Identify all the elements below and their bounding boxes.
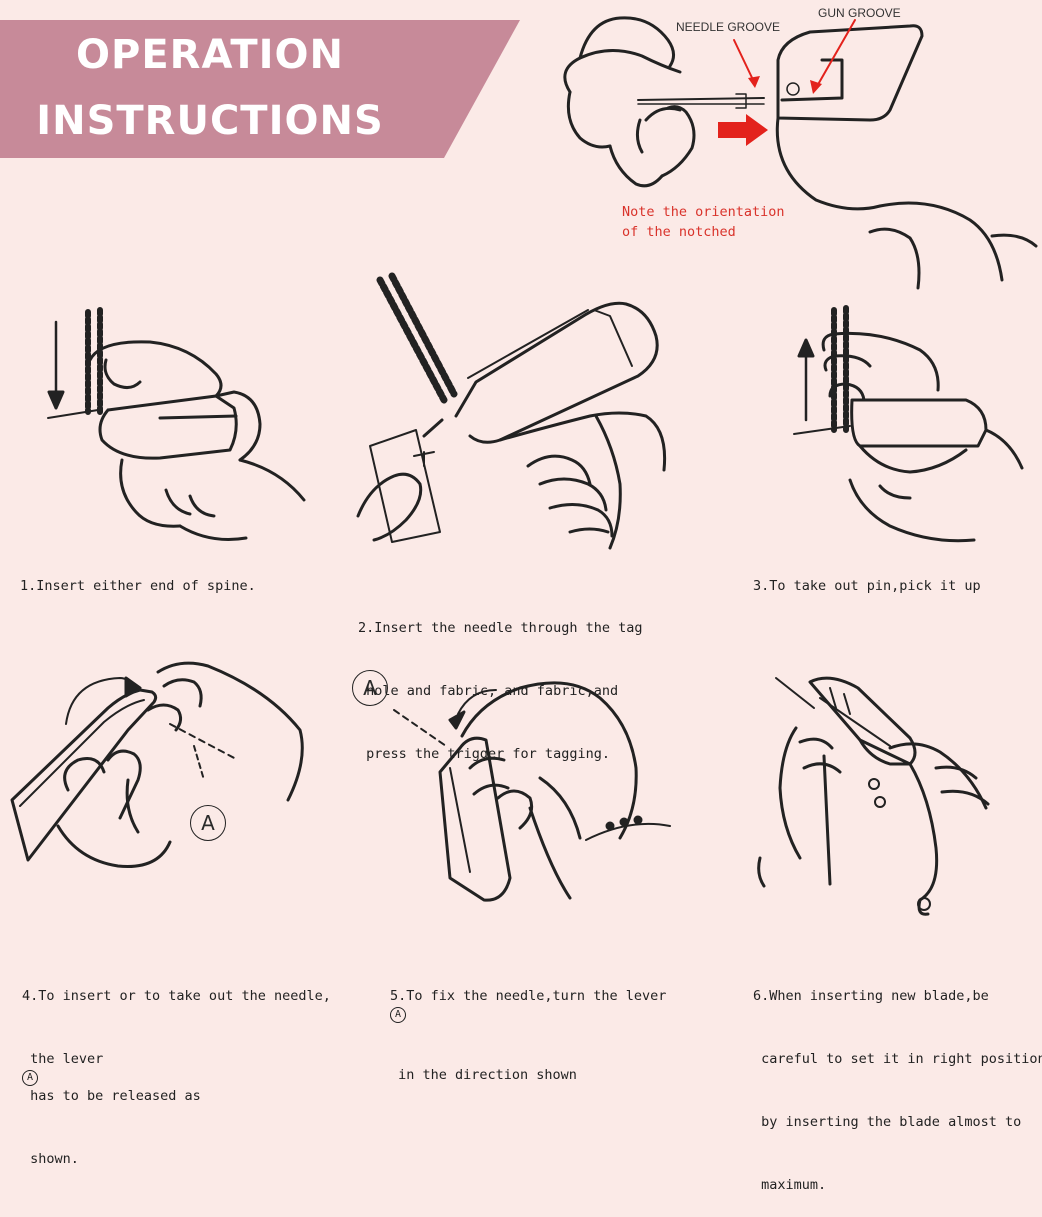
step2-caption-line-1: 2.Insert the needle through the tag xyxy=(358,620,643,636)
step2-caption-line-3: press the trigger for tagging. xyxy=(358,746,610,762)
step4-caption-line-2: the lever A has to be released as xyxy=(22,1049,331,1107)
step2-illustration xyxy=(356,272,667,550)
step6-caption-line-2: careful to set it in right position xyxy=(753,1051,1042,1067)
step4-caption-line-1: 4.To insert or to take out the needle, xyxy=(22,988,331,1004)
step4-caption-line-2-start: the lever xyxy=(22,1051,112,1067)
step5-caption-line-1-start: 5.To fix the needle,turn the lever xyxy=(390,988,675,1004)
step5-illustration xyxy=(393,681,671,902)
step5-caption-line-1: 5.To fix the needle,turn the lever A xyxy=(390,986,674,1023)
orientation-note: Note the orientation of the notched xyxy=(622,202,822,242)
step6-illustration xyxy=(757,676,990,916)
step5-lever-a-label: A xyxy=(352,670,388,706)
step2-caption-line-2: hole and fabric, and fabric,and xyxy=(358,683,619,699)
step4-illustration xyxy=(10,661,304,868)
step5-caption: 5.To fix the needle,turn the lever A in … xyxy=(390,944,674,1107)
title-line-2: INSTRUCTIONS xyxy=(36,98,384,144)
needle-groove-detail-illustration xyxy=(563,16,1038,290)
step3-illustration xyxy=(793,305,1024,543)
title-line-1: OPERATION xyxy=(76,32,344,78)
step3-caption: 3.To take out pin,pick it up xyxy=(753,576,981,597)
step1-illustration xyxy=(47,307,306,541)
step1-caption: 1.Insert either end of spine. xyxy=(20,576,256,597)
step4-lever-a-label: A xyxy=(190,805,226,841)
needle-groove-label: NEEDLE GROOVE xyxy=(676,20,781,34)
orientation-note-line-2: of the notched xyxy=(622,224,736,240)
title-banner: OPERATION INSTRUCTIONS xyxy=(0,20,520,158)
banner-shape xyxy=(0,20,520,158)
step4-caption-line-3: shown. xyxy=(22,1151,79,1167)
orientation-note-line-1: Note the orientation xyxy=(622,204,785,220)
gun-groove-label: GUN GROOVE xyxy=(818,6,901,20)
lever-a-marker: A xyxy=(22,1070,38,1086)
lever-a-marker: A xyxy=(390,1007,406,1023)
step6-caption-line-4: maximum. xyxy=(753,1177,827,1193)
step3-caption-line-1: 3.To take out pin,pick it up xyxy=(753,578,981,594)
step5-caption-line-2: in the direction shown xyxy=(390,1067,577,1083)
step6-caption-line-1: 6.When inserting new blade,be xyxy=(753,988,989,1004)
step6-caption-line-3: by inserting the blade almost to xyxy=(753,1114,1022,1130)
step4-caption-line-2-end: has to be released as xyxy=(22,1088,201,1104)
step1-caption-line-1: 1.Insert either end of spine. xyxy=(20,578,256,594)
step4-caption: 4.To insert or to take out the needle, t… xyxy=(22,944,331,1191)
step6-caption: 6.When inserting new blade,be careful to… xyxy=(753,944,1042,1217)
step2-caption: 2.Insert the needle through the tag hole… xyxy=(358,576,642,786)
